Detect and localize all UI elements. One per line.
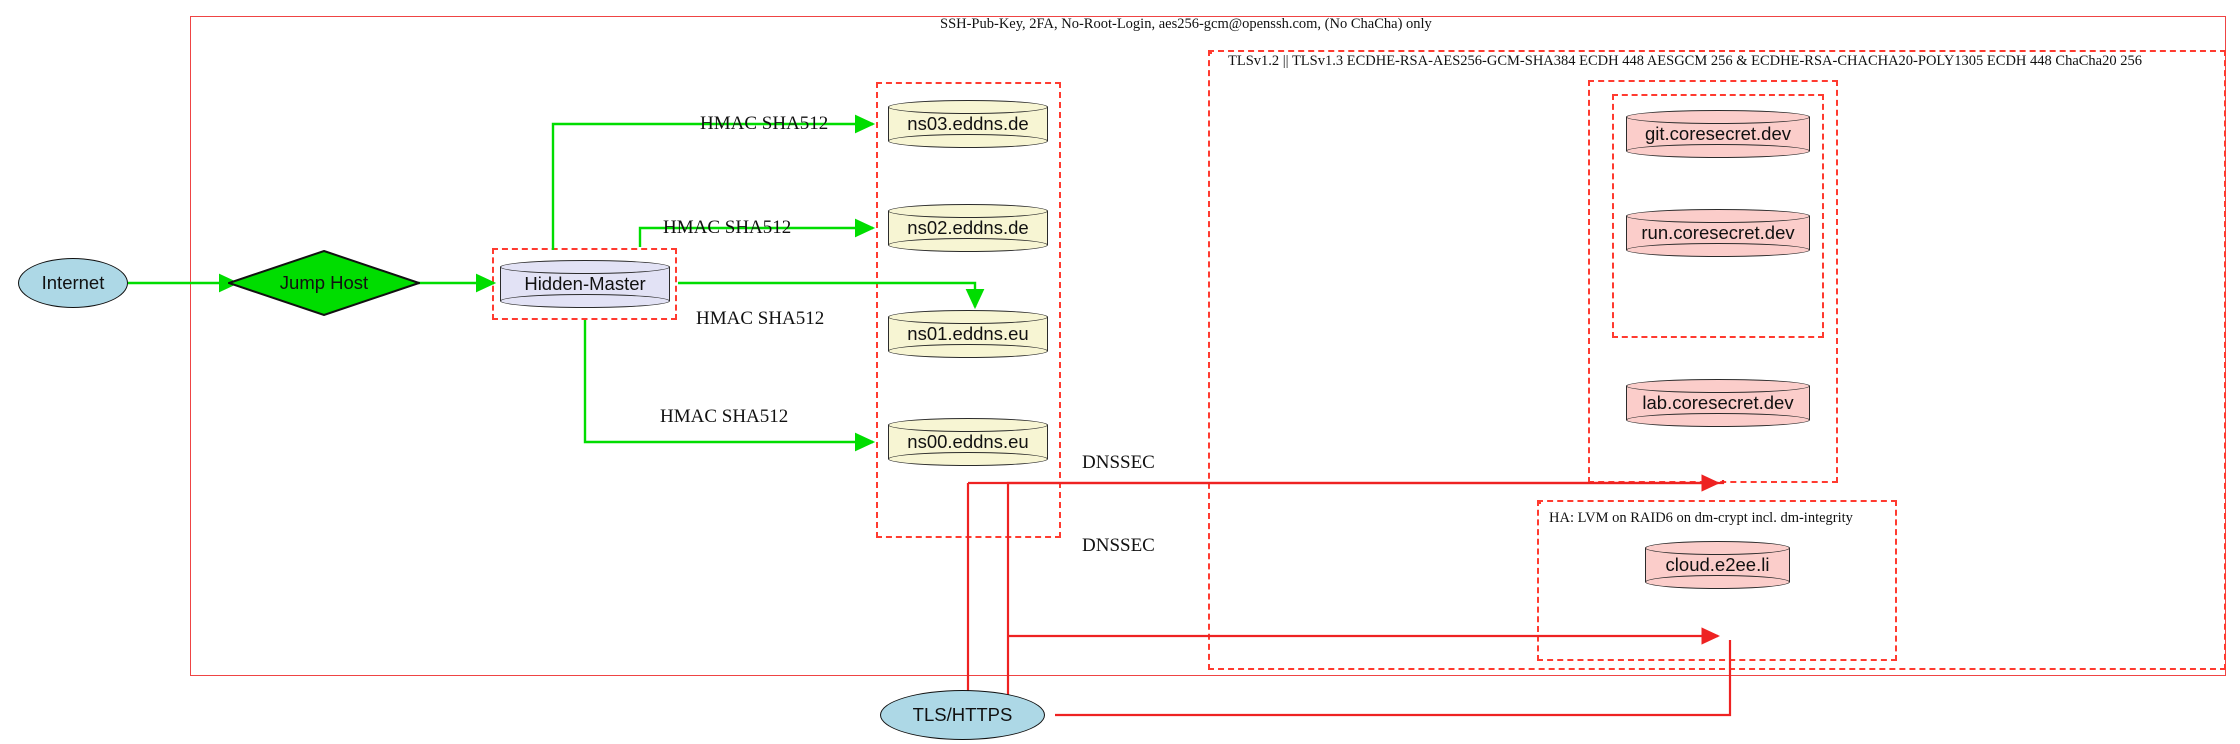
edge-label-hmac-ns02: HMAC SHA512 (663, 217, 792, 238)
node-tls-https[interactable]: TLS/HTTPS (880, 690, 1045, 740)
edge-label-dnssec-top: DNSSEC (1082, 452, 1155, 473)
node-hidden-master[interactable]: Hidden-Master (500, 260, 670, 308)
node-ns01-label: ns01.eddns.eu (907, 323, 1029, 344)
node-ns00-label: ns00.eddns.eu (907, 431, 1029, 452)
zone-coresecret-inner (1612, 94, 1824, 338)
node-git-coresecret[interactable]: git.coresecret.dev (1626, 110, 1810, 158)
cylinder-base (1645, 575, 1790, 589)
cylinder-cap (888, 310, 1048, 324)
cylinder-cap (1626, 209, 1810, 223)
cylinder-cap (888, 100, 1048, 114)
cylinder-cap (888, 204, 1048, 218)
cylinder-cap (1626, 110, 1810, 124)
cylinder-base (500, 294, 670, 308)
edge-label-hmac-ns01: HMAC SHA512 (696, 308, 825, 329)
node-cloud-e2ee[interactable]: cloud.e2ee.li (1645, 541, 1790, 589)
cylinder-cap (888, 418, 1048, 432)
zone-ha-label: HA: LVM on RAID6 on dm-crypt incl. dm-in… (1549, 510, 1853, 526)
cylinder-base (1626, 144, 1810, 158)
node-ns03[interactable]: ns03.eddns.de (888, 100, 1048, 148)
node-jump-host[interactable]: Jump Host (228, 250, 420, 316)
cylinder-cap (500, 260, 670, 274)
cylinder-base (888, 238, 1048, 252)
zone-ha-inner (1537, 500, 1541, 504)
zone-cloud-column (1208, 50, 1212, 54)
edge-label-hmac-ns00: HMAC SHA512 (660, 406, 789, 427)
cylinder-base (1626, 243, 1810, 257)
cylinder-base (888, 134, 1048, 148)
node-ns02-label: ns02.eddns.de (907, 217, 1029, 238)
node-ns00[interactable]: ns00.eddns.eu (888, 418, 1048, 466)
edge-label-dnssec-bottom: DNSSEC (1082, 535, 1155, 556)
cylinder-base (888, 344, 1048, 358)
zone-tls-label: TLSv1.2 || TLSv1.3 ECDHE-RSA-AES256-GCM-… (1228, 53, 2142, 69)
node-lab-label: lab.coresecret.dev (1642, 392, 1794, 413)
node-jump-host-label: Jump Host (279, 272, 369, 293)
node-run-label: run.coresecret.dev (1641, 222, 1795, 243)
node-run-coresecret[interactable]: run.coresecret.dev (1626, 209, 1810, 257)
node-ns01[interactable]: ns01.eddns.eu (888, 310, 1048, 358)
cylinder-cap (1626, 379, 1810, 393)
cylinder-cap (1645, 541, 1790, 555)
node-internet[interactable]: Internet (18, 258, 128, 308)
node-git-label: git.coresecret.dev (1644, 123, 1791, 144)
zone-tls-border (1208, 50, 2226, 670)
zone-ssh-label: SSH-Pub-Key, 2FA, No-Root-Login, aes256-… (940, 16, 1432, 32)
cylinder-base (1626, 413, 1810, 427)
node-cloud-label: cloud.e2ee.li (1665, 554, 1770, 575)
edge-label-hmac-ns03: HMAC SHA512 (700, 113, 829, 134)
node-ns02[interactable]: ns02.eddns.de (888, 204, 1048, 252)
node-lab-coresecret[interactable]: lab.coresecret.dev (1626, 379, 1810, 427)
zone-ha-border (1537, 500, 1897, 661)
cylinder-base (888, 452, 1048, 466)
node-ns03-label: ns03.eddns.de (907, 113, 1029, 134)
node-hidden-master-label: Hidden-Master (524, 273, 646, 294)
